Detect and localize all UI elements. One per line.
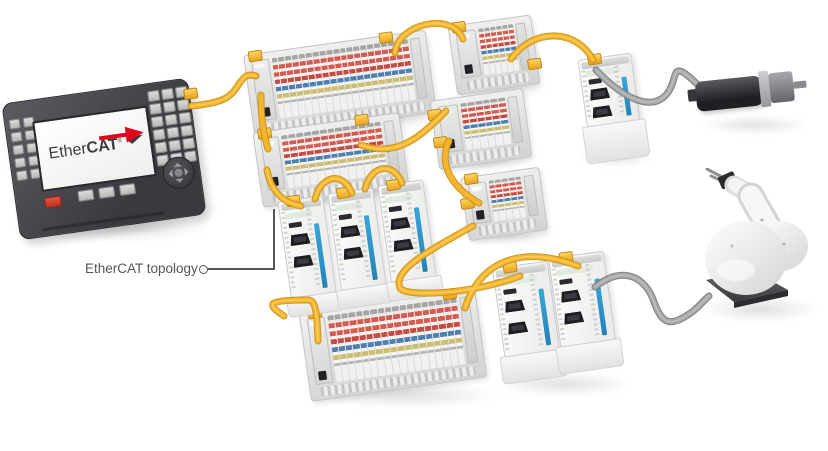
logo-prefix: Ether <box>47 140 88 163</box>
panel-key <box>176 98 190 112</box>
leader-line-vertical <box>273 209 275 270</box>
robot-body <box>705 221 787 295</box>
dsub-port <box>589 87 610 101</box>
topology-label: EtherCAT topology <box>85 261 198 276</box>
coupler-port <box>261 107 271 118</box>
panel-key <box>15 169 29 182</box>
panel-key <box>148 102 163 116</box>
robot-body-highlight <box>717 259 755 281</box>
cable-connector <box>502 260 518 274</box>
panel-screen: EtherCAT® <box>32 105 157 192</box>
motor-shaft <box>793 80 807 89</box>
cable-connector <box>335 186 352 200</box>
dsub-port <box>289 233 310 247</box>
cable-connector <box>441 287 458 301</box>
dsub-port <box>342 246 363 260</box>
cable-connector <box>247 49 263 63</box>
cable-connector <box>256 127 273 140</box>
dsub-port <box>560 289 581 303</box>
panel-key <box>150 115 165 128</box>
motor-gearhead <box>768 70 796 104</box>
dsub-port <box>392 238 413 252</box>
dsub-port <box>389 217 410 231</box>
coupler-port <box>464 64 474 75</box>
panel-key <box>180 124 194 137</box>
io-terminal-block-middle <box>426 87 533 171</box>
leader-line-horizontal <box>208 268 274 270</box>
robot-gripper-prong <box>705 167 724 179</box>
cable-connector <box>426 108 443 122</box>
floor-shadow <box>700 116 810 134</box>
panel-key <box>118 182 137 197</box>
panel-key <box>97 185 116 200</box>
cable-connector <box>378 31 394 45</box>
robot-arm <box>692 167 824 318</box>
coupler-port <box>269 176 280 187</box>
panel-softkeys <box>77 182 137 202</box>
panel-key <box>168 139 182 152</box>
cable-connector <box>526 57 543 71</box>
servo-motor <box>687 56 820 130</box>
panel-red-button <box>43 195 63 209</box>
ethercat-coupler-3 <box>377 178 445 303</box>
cable-connector <box>558 250 574 264</box>
dsub-port <box>507 321 528 335</box>
leader-dot <box>199 265 208 274</box>
panel-key <box>10 131 23 143</box>
panel-key <box>181 137 196 150</box>
panel-ethernet-connector <box>183 87 199 101</box>
cable-connector <box>459 197 476 210</box>
panel-key <box>77 188 95 202</box>
panel-key <box>12 144 25 156</box>
io-terminal-block-top <box>447 14 543 96</box>
panel-key <box>164 113 178 127</box>
logo-arrow-icon <box>98 126 144 144</box>
dsub-port <box>504 299 525 313</box>
panel-key <box>152 128 166 141</box>
cable-connector <box>463 172 479 186</box>
panel-key <box>166 126 180 139</box>
ethercat-module-5 <box>548 250 625 375</box>
module-pedestal <box>555 337 625 375</box>
cable-connector <box>354 113 370 127</box>
panel-key <box>162 100 177 114</box>
motor-body <box>694 75 764 112</box>
cable-connector <box>432 135 449 149</box>
panel-key <box>14 156 27 169</box>
panel-key <box>160 87 175 101</box>
panel-key <box>154 141 168 154</box>
ethercat-drive-module <box>577 52 651 165</box>
dsub-port <box>339 225 360 239</box>
ethercat-logo: EtherCAT® <box>47 126 144 163</box>
robot-base-edge <box>734 290 788 308</box>
panel-key <box>147 89 161 103</box>
cable-connector <box>285 194 302 208</box>
panel-key <box>178 111 192 125</box>
coupler-port <box>317 370 328 381</box>
cable-connector <box>385 178 402 192</box>
ethercat-coupler-1 <box>277 194 345 319</box>
cable-connector <box>451 20 467 34</box>
dsub-port <box>591 105 612 119</box>
hmi-control-panel: EtherCAT® <box>1 77 207 241</box>
dsub-port <box>563 311 584 325</box>
coupler-port <box>475 209 485 220</box>
cable-connector <box>586 52 603 66</box>
dsub-port <box>292 254 313 268</box>
io-terminal-block-lower <box>459 166 549 242</box>
panel-key <box>8 118 21 130</box>
